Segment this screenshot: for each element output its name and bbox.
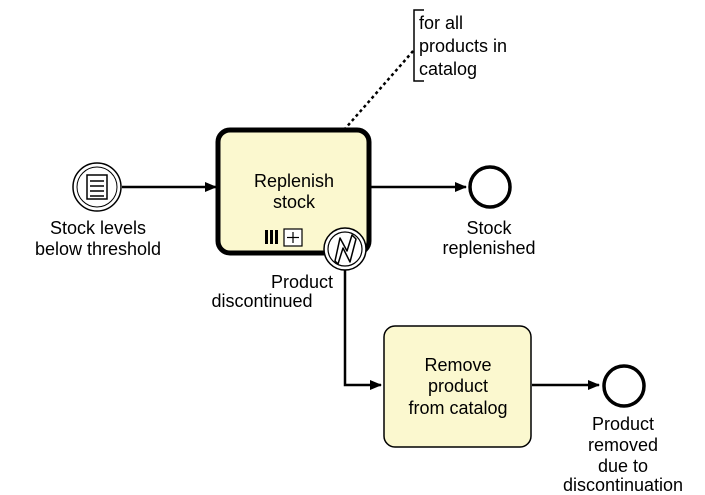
task-remove-product[interactable]: Remove product from catalog xyxy=(383,325,532,448)
annotation-line-2: products in xyxy=(419,36,507,56)
flow-boundary-to-remove xyxy=(343,270,382,390)
end-replenished-label-line-1: Stock xyxy=(466,218,512,238)
boundary-event-label-line-2: discontinued xyxy=(211,291,312,311)
end-removed-label-line-4: discontinuation xyxy=(563,475,683,495)
task-remove-label-line-3: from catalog xyxy=(408,398,507,418)
task-replenish-label-line-1: Replenish xyxy=(254,171,334,191)
end-removed-label-line-3: due to xyxy=(598,456,648,476)
annotation-line-3: catalog xyxy=(419,59,477,79)
multi-instance-parallel-icon xyxy=(265,230,278,244)
end-replenished-label-line-2: replenished xyxy=(442,238,535,258)
collapsed-subprocess-icon xyxy=(283,228,303,247)
start-event-label-line-2: below threshold xyxy=(35,239,161,259)
task-remove-label-line-1: Remove xyxy=(424,355,491,375)
message-start-event[interactable] xyxy=(72,162,122,212)
task-replenish-label-line-2: stock xyxy=(273,192,316,212)
task-remove-label-line-2: product xyxy=(428,376,488,396)
end-event-replenished[interactable] xyxy=(468,165,512,209)
error-boundary-event[interactable] xyxy=(323,227,367,271)
task-replenish-stock[interactable]: Replenish stock xyxy=(215,127,372,256)
end-removed-label-line-2: removed xyxy=(588,435,658,455)
association-line xyxy=(343,49,415,131)
end-removed-label-line-1: Product xyxy=(592,414,654,434)
annotation-line-1: for all xyxy=(419,13,463,33)
end-event-removed[interactable] xyxy=(602,364,646,408)
annotation-bracket xyxy=(413,9,424,82)
message-list-icon xyxy=(86,174,108,200)
lightning-icon xyxy=(334,234,357,265)
text-annotation: for all products in catalog xyxy=(413,9,507,82)
boundary-event-label-line-1: Product xyxy=(271,272,333,292)
start-event-label-line-1: Stock levels xyxy=(50,218,146,238)
